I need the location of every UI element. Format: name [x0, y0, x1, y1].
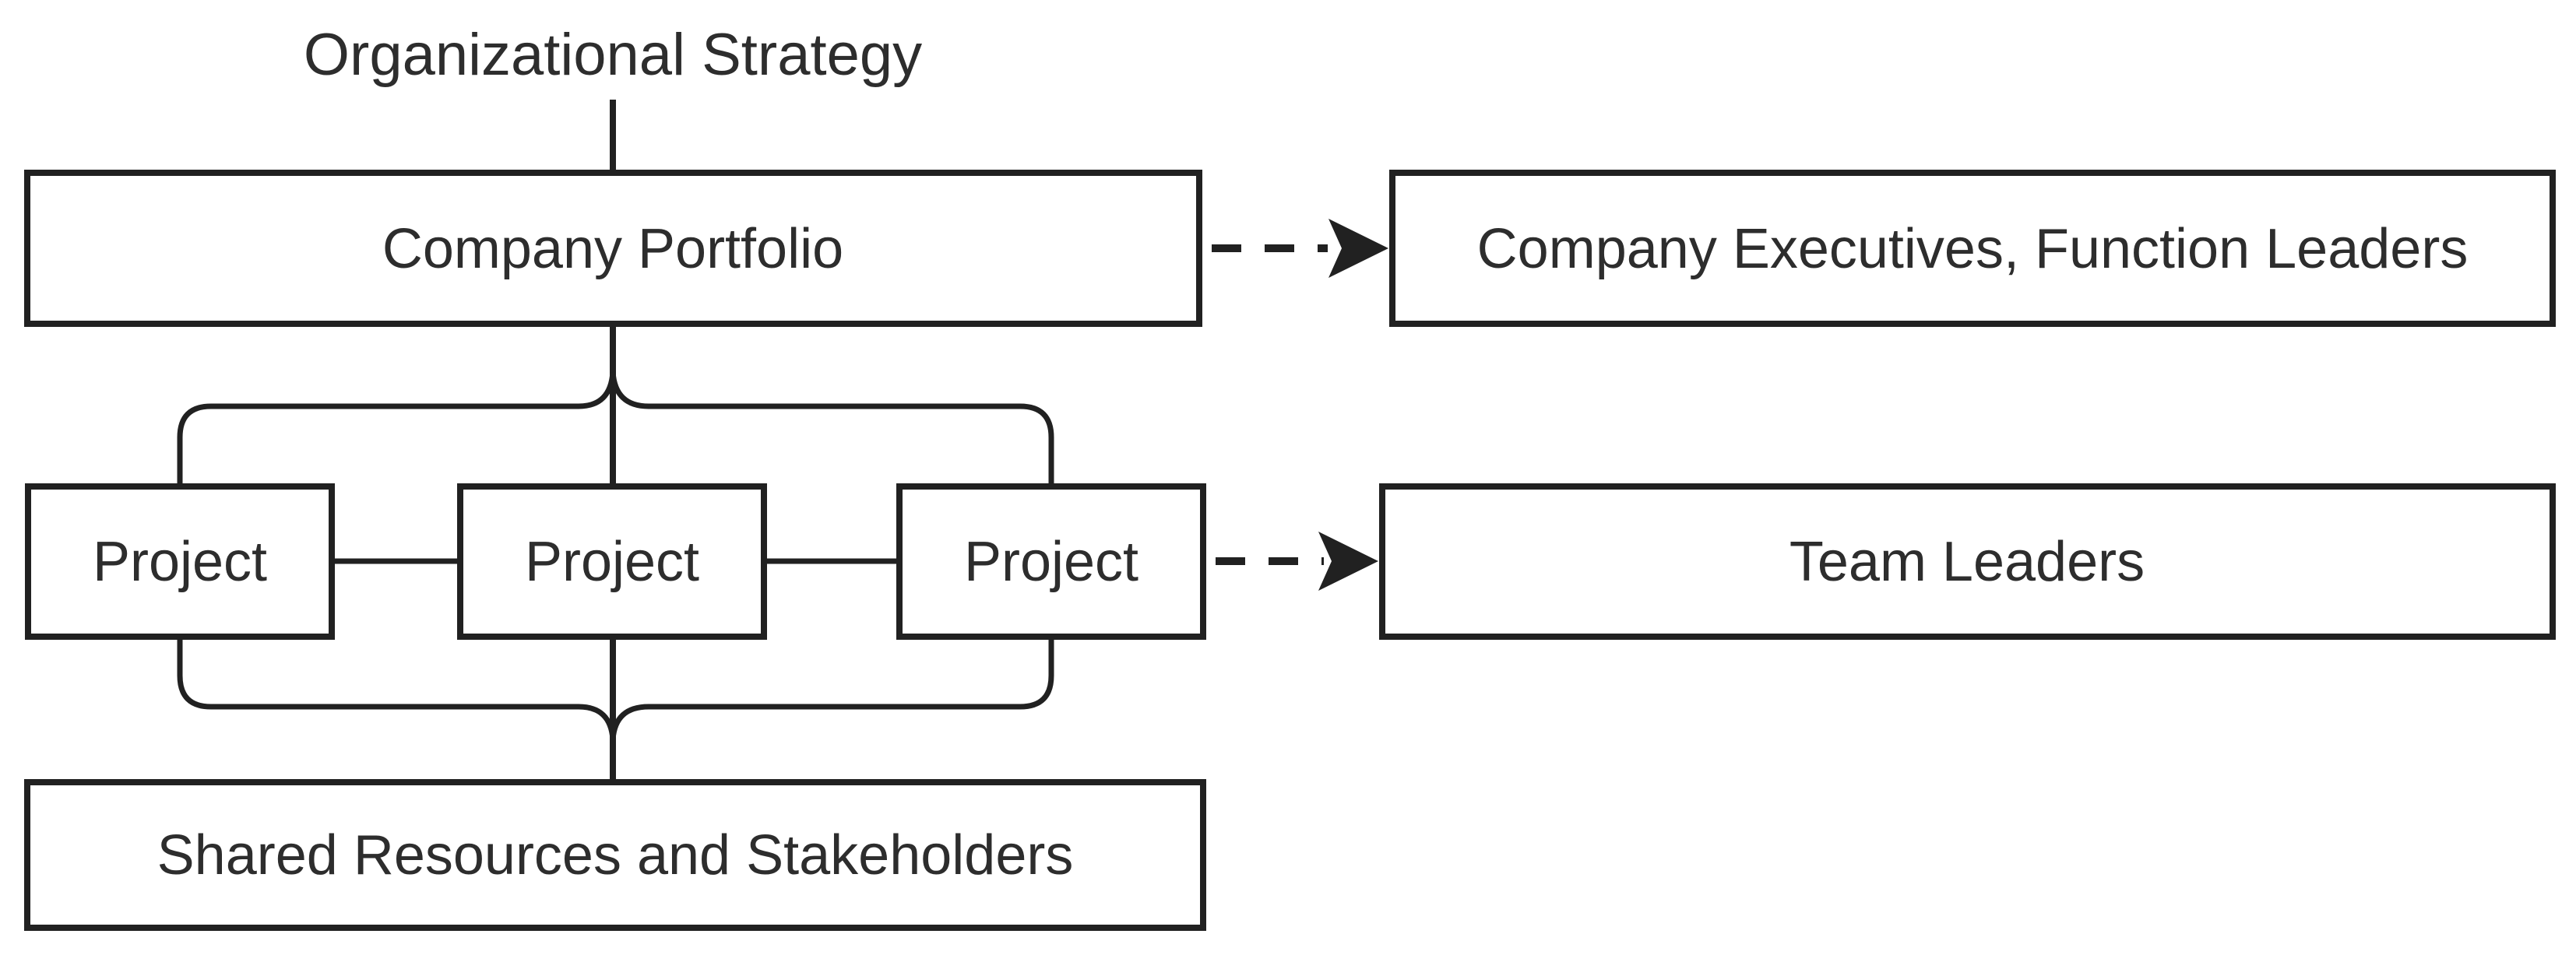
- team-leaders-label: Team Leaders: [1789, 531, 2145, 593]
- top-bracket-left: [177, 371, 616, 486]
- org-strategy-title: Organizational Strategy: [304, 22, 922, 88]
- shared-resources-label: Shared Resources and Stakeholders: [157, 824, 1074, 887]
- executives-label: Company Executives, Function Leaders: [1477, 218, 2469, 280]
- project1-box: [25, 483, 335, 640]
- right-arrowhead-icon: [1328, 219, 1388, 278]
- project3-label: Project: [964, 531, 1138, 593]
- right-arrowhead-icon: [1318, 532, 1378, 591]
- team-leaders-box: [1379, 483, 2556, 640]
- project2-box: [457, 483, 767, 640]
- project2-label: Project: [525, 531, 699, 593]
- bottom-bracket-right: [610, 637, 1054, 740]
- project1-label: Project: [93, 531, 267, 593]
- executives-box: [1389, 170, 2556, 327]
- bottom-bracket-left: [177, 637, 616, 740]
- portfolio-label: Company Portfolio: [382, 218, 843, 280]
- shared-resources-box: [24, 779, 1206, 931]
- top-bracket-right: [610, 371, 1054, 486]
